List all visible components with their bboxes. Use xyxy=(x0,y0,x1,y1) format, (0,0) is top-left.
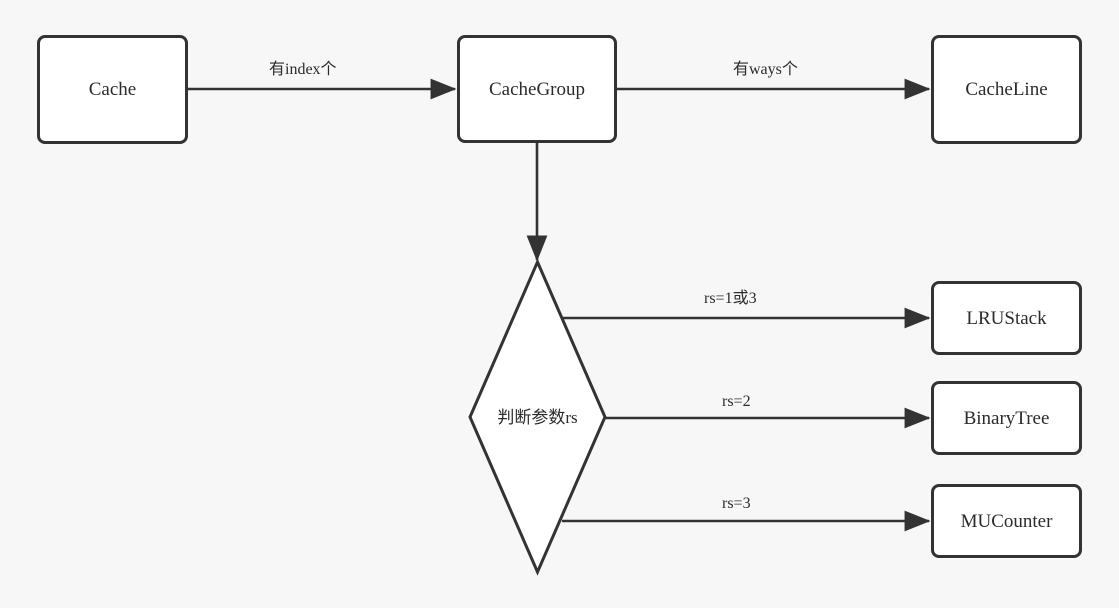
node-binarytree-label: BinaryTree xyxy=(963,407,1050,429)
node-cache-label: Cache xyxy=(88,79,137,100)
node-lrustack[interactable]: LRUStack xyxy=(931,281,1082,355)
edge-label-has-index: 有index个 xyxy=(265,62,341,78)
edge-label-rs-2: rs=2 xyxy=(718,394,755,410)
node-lrustack-label: LRUStack xyxy=(966,307,1047,329)
node-cacheline[interactable]: CacheLine xyxy=(931,35,1082,144)
node-cachegroup-label: CacheGroup xyxy=(488,78,586,100)
edge-label-rs-1-or-3: rs=1或3 xyxy=(700,291,761,307)
decision-diamond-shape xyxy=(468,258,607,576)
node-binarytree[interactable]: BinaryTree xyxy=(931,381,1082,455)
edge-label-rs-3: rs=3 xyxy=(718,496,755,512)
node-mucounter[interactable]: MUCounter xyxy=(931,484,1082,558)
node-mucounter-label: MUCounter xyxy=(960,510,1053,532)
node-cachegroup[interactable]: CacheGroup xyxy=(457,35,617,143)
node-decision-label[interactable]: 判断参数rs xyxy=(497,408,578,427)
node-cacheline-label: CacheLine xyxy=(965,79,1048,100)
edge-label-has-ways: 有ways个 xyxy=(729,62,802,78)
node-cache[interactable]: Cache xyxy=(37,35,188,144)
